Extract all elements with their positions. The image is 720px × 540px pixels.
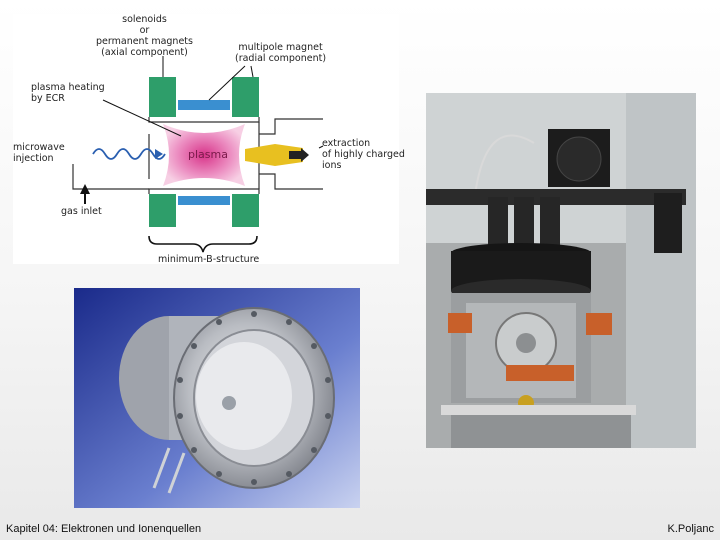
microwave-label: microwave injection [13,142,65,164]
multipole-pointer-2 [251,66,253,77]
minimum-b-brace [149,236,257,252]
microwave-wave [93,149,165,159]
gas-inlet-label: gas inlet [61,206,102,217]
chamber-wall-bottom [149,189,259,194]
plasma-label: plasma [188,149,228,160]
extraction-tube [259,119,323,134]
footer-chapter-title: Kapitel 04: Elektronen und Ionenquellen [6,523,201,535]
footer-author: K.Poljanc [668,523,714,535]
vacuum-chamber-photo [74,288,360,508]
top-right-magnet [232,77,259,117]
solenoids-label: solenoids or permanent magnets (axial co… [96,14,193,58]
chamber-wall-top [149,117,259,122]
extraction-label: extraction of highly charged ions [322,138,405,171]
top-left-magnet [149,77,176,117]
minimum-b-label: minimum-B-structure [158,254,259,265]
top-multipole-bar [178,100,230,110]
bottom-multipole-bar [178,196,230,205]
bottom-right-magnet [232,194,259,227]
extraction-tube-lower [259,174,323,189]
ecr-source-photo [426,93,696,448]
multipole-label: multipole magnet (radial component) [235,42,326,64]
ecr-schematic-diagram: solenoids or permanent magnets (axial co… [13,14,399,264]
bottom-left-magnet [149,194,176,227]
heating-label: plasma heating by ECR [31,82,105,104]
